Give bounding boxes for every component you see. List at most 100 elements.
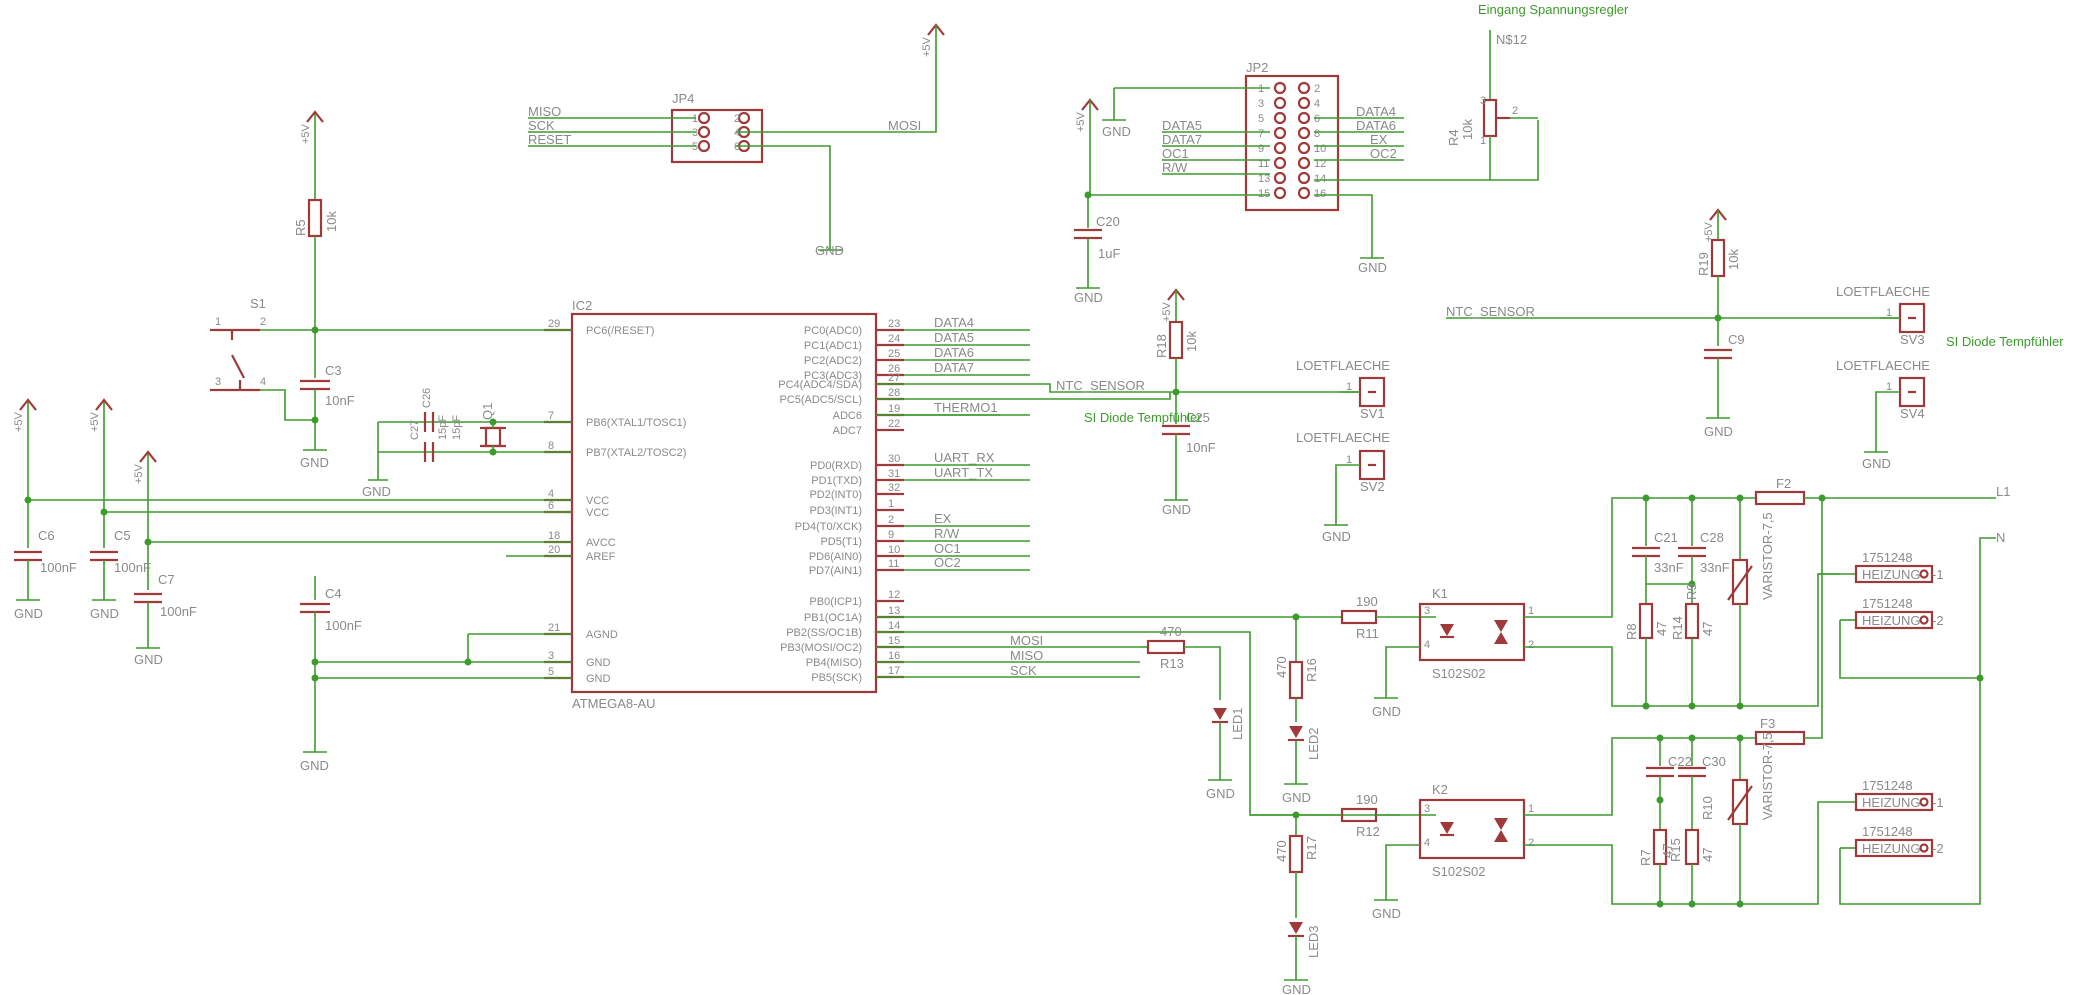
- r9-name: R9: [1684, 583, 1699, 600]
- mosi-net: MOSI: [1010, 633, 1043, 648]
- ic2-pin-label: PC3(ADC3): [804, 370, 862, 382]
- c21-value: 33nF: [1654, 560, 1684, 575]
- ic2-net-label: DATA7: [934, 360, 974, 375]
- c20-name: C20: [1096, 214, 1120, 229]
- ic2-pin-label: GND: [586, 657, 611, 669]
- vcc-label: +5V: [921, 36, 933, 57]
- pad-label: LOETFLAECHE: [1296, 358, 1390, 373]
- ntc-net-right: NTC_SENSOR: [1446, 304, 1535, 319]
- note-sv1: SI Diode Tempfühler: [1084, 410, 1202, 425]
- ntc-sensor-right: NTC_SENSOR R19 10k C9 GND: [1446, 210, 1900, 439]
- gnd-led1: GND: [1206, 786, 1235, 801]
- ic2-pin-num: 4: [548, 488, 554, 500]
- ic2-net-label: DATA4: [934, 315, 974, 330]
- gnd-jp2: GND: [1102, 124, 1131, 139]
- ic2-pin-num: 13: [888, 605, 900, 617]
- ic2-pin-label: PD5(T1): [820, 536, 862, 548]
- ic2-net-label: R/W: [934, 526, 960, 541]
- jp4-pin-num: 6: [734, 141, 740, 153]
- ic2-pin-label: PB6(XTAL1/TOSC1): [586, 417, 686, 429]
- pad-pin: 1: [1346, 454, 1352, 466]
- jp4-net-miso: MISO: [528, 104, 561, 119]
- heizung-connectors: 1751248HEIZUNG-11751248HEIZUNG-21751248H…: [1854, 550, 1944, 858]
- ic2-net-label: DATA6: [934, 345, 974, 360]
- jp2-pin-num: 14: [1314, 173, 1326, 185]
- heizung-label: HEIZUNG: [1862, 795, 1921, 810]
- c21-name: C21: [1654, 530, 1678, 545]
- r7-value: 47: [1660, 844, 1675, 858]
- ic2-pin-num: 15: [888, 635, 900, 647]
- ic2-pin-label: VCC: [586, 495, 609, 507]
- ic2-net-label: OC1: [934, 541, 961, 556]
- gnd-c4: GND: [300, 758, 329, 773]
- r16-name: R16: [1304, 658, 1319, 682]
- heizung-label: HEIZUNG: [1862, 841, 1921, 856]
- c9-name: C9: [1728, 332, 1745, 347]
- c28-value: 33nF: [1700, 560, 1730, 575]
- f3-name: F3: [1760, 716, 1775, 731]
- jp2-net-data5: DATA5: [1162, 118, 1202, 133]
- gnd-led2: GND: [1282, 790, 1311, 805]
- n-net: N: [1996, 530, 2005, 545]
- crystal-circuit: Q1 C27 C26 15pF 15pF GND: [362, 388, 572, 499]
- heizung-part: 1751248: [1862, 824, 1913, 839]
- ic2-pin-label: PB3(MOSI/OC2): [780, 642, 862, 654]
- r7-name: R7: [1638, 849, 1653, 866]
- heizung-part: 1751248: [1862, 778, 1913, 793]
- r16-value: 470: [1274, 656, 1289, 678]
- pad-pin: 1: [1346, 381, 1352, 393]
- ic2-pin-num: 1: [888, 498, 894, 510]
- ic2-pin-num: 2: [888, 514, 894, 526]
- gnd-crystal: GND: [362, 484, 391, 499]
- ic2-pin-label: ADC7: [833, 425, 862, 437]
- r19-value: 10k: [1726, 249, 1741, 270]
- solder-pads: LOETFLAECHE1SV1LOETFLAECHE1SV2GNDLOETFLA…: [1296, 284, 1930, 544]
- s1-reset-switch: S1 1 2 3 4: [210, 296, 572, 421]
- ic2-pin-num: 20: [548, 544, 560, 556]
- ic2-pin-num: 6: [548, 500, 554, 512]
- jp2-pin-num: 4: [1314, 98, 1320, 110]
- jp2-pin-num: 8: [1314, 128, 1320, 140]
- ic2-pin-num: 24: [888, 333, 900, 345]
- led2-name: LED2: [1306, 727, 1321, 760]
- r11-name: R11: [1356, 626, 1379, 641]
- k1-pin1: 1: [1528, 605, 1534, 617]
- ic2-net-label: UART_TX: [934, 465, 993, 480]
- r4-pin3: 3: [1480, 95, 1486, 107]
- ic2-left-pins: 29PC6(/RESET)7PB6(XTAL1/TOSC1)8PB7(XTAL2…: [544, 318, 686, 685]
- c5-value: 100nF: [114, 560, 151, 575]
- c26-value: 15pF: [437, 415, 449, 440]
- pad-label: LOETFLAECHE: [1836, 358, 1930, 373]
- thermo-inputs: NTC_SENSOR R18 10k C25 10nF GND: [876, 290, 1360, 517]
- r12-value: 190: [1356, 792, 1378, 807]
- ic2-net-label: EX: [934, 511, 952, 526]
- jp4-net-mosi: MOSI: [888, 118, 921, 133]
- r18-name: R18: [1154, 334, 1169, 358]
- c4-value: 100nF: [325, 618, 362, 633]
- ic2-pin-label: PD2(INT0): [809, 489, 862, 501]
- ic2-pin-label: PC1(ADC1): [804, 340, 862, 352]
- s1-pin2: 2: [260, 316, 266, 328]
- c3-cap: C3 10nF: [300, 363, 355, 450]
- ic2-pin-num: 8: [548, 440, 554, 452]
- ic2-pin-label: PC0(ADC0): [804, 325, 862, 337]
- relay-driver-2: 190 R12 470 R17 LED3 GND K2 S102S02 3 4 …: [1250, 782, 1534, 995]
- ic2-pin-num: 12: [888, 589, 900, 601]
- ic2-pin-label: PD1(TXD): [811, 475, 862, 487]
- c7-name: C7: [158, 572, 175, 587]
- varistor-1: VARISTOR-7,5: [1760, 512, 1775, 600]
- c26-name: C26: [421, 388, 433, 408]
- jp2-pin-num: 7: [1258, 128, 1264, 140]
- c20-value: 1uF: [1098, 246, 1120, 261]
- c6-value: 100nF: [40, 560, 77, 575]
- jp4-pin-num: 1: [692, 113, 698, 125]
- r4-value: 10k: [1460, 119, 1475, 140]
- ic2-pin-label: PC5(ADC5/SCL): [779, 394, 862, 406]
- ic2-pin-label: ADC6: [833, 410, 862, 422]
- ic2-pin-num: 10: [888, 544, 900, 556]
- k2-pin2: 2: [1528, 837, 1534, 849]
- ic2-pin-label: PC4(ADC4/SDA): [778, 379, 862, 391]
- s1-pin1: 1: [215, 316, 221, 328]
- jp2-pin-num: 2: [1314, 83, 1320, 95]
- ic2-pin-num: 16: [888, 650, 900, 662]
